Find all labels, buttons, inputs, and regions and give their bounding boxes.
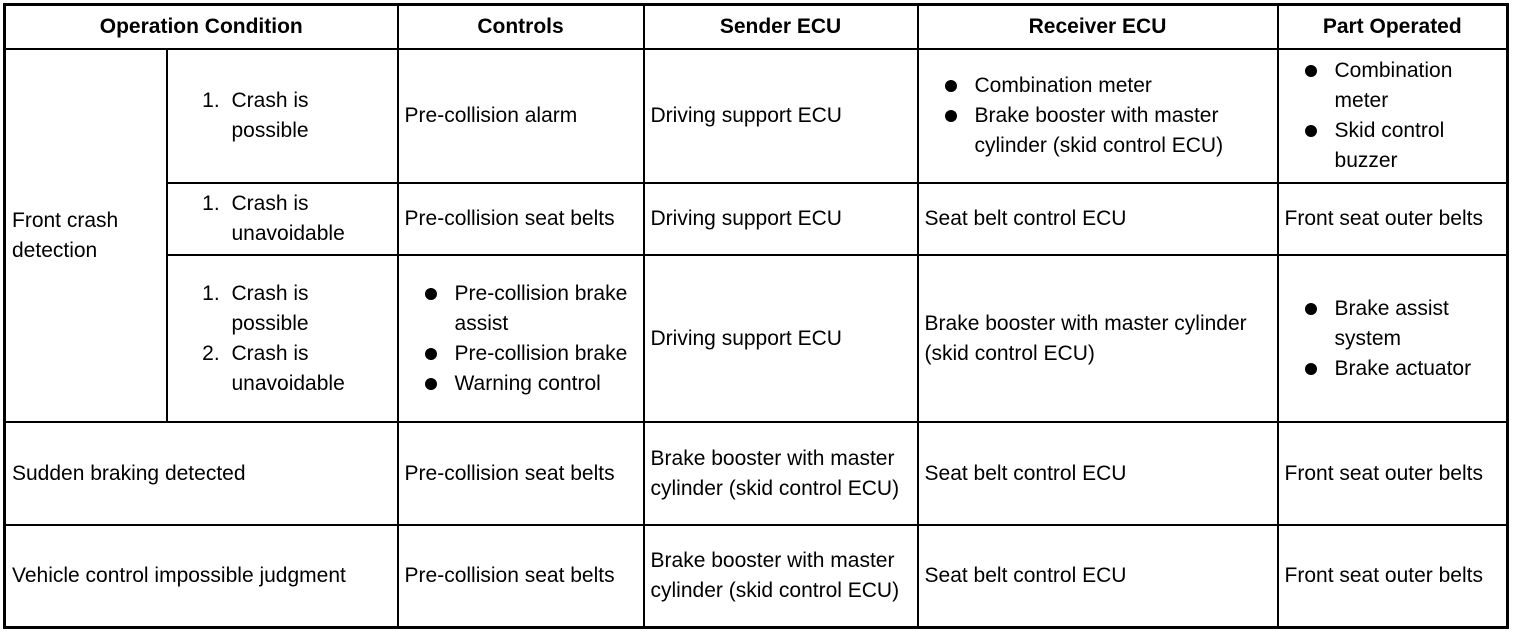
list-item: Crash is unavoidable <box>226 189 391 249</box>
front-crash-label: Front crash detection <box>3 48 168 424</box>
header-part-operated: Part Operated <box>1276 3 1509 51</box>
controls-cell: Pre-collision seat belts <box>396 421 645 526</box>
list-item: Crash is unavoidable <box>226 339 391 399</box>
table-row: Vehicle control impossible judgment Pre-… <box>3 523 1509 629</box>
table-row: Front crash detection Crash is possible … <box>3 48 1509 424</box>
receiver-cell: Combination meter Brake booster with mas… <box>916 48 1279 184</box>
header-row: Operation Condition Controls Sender ECU … <box>3 3 1509 51</box>
table-row: Sudden braking detected Pre-collision se… <box>3 421 1509 526</box>
list-item: Pre-collision brake <box>424 339 637 369</box>
table-row: Crash is unavoidable Pre-collision seat … <box>5 181 1509 257</box>
condition-cell: Crash is possible <box>165 48 399 184</box>
table-row: Crash is possible Crash is unavoidable P… <box>5 254 1509 424</box>
header-sender-ecu: Sender ECU <box>642 3 919 51</box>
part-cell: Brake assist system Brake actuator <box>1276 254 1509 424</box>
receiver-cell: Seat belt control ECU <box>916 181 1279 257</box>
sender-cell: Driving support ECU <box>642 254 919 424</box>
list-item: Crash is possible <box>226 86 391 146</box>
part-cell: Front seat outer belts <box>1276 181 1509 257</box>
part-cell: Combination meter Skid control buzzer <box>1276 48 1509 184</box>
list-item: Pre-collision brake assist <box>424 279 637 339</box>
condition-cell: Crash is possible Crash is unavoidable <box>165 254 399 424</box>
sender-cell: Driving support ECU <box>642 48 919 184</box>
condition-cell: Vehicle control impossible judgment <box>3 523 399 629</box>
operation-table: Operation Condition Controls Sender ECU … <box>3 3 1510 629</box>
controls-cell: Pre-collision brake assist Pre-collision… <box>396 254 645 424</box>
receiver-cell: Seat belt control ECU <box>916 523 1279 629</box>
sender-cell: Brake booster with master cylinder (skid… <box>642 421 919 526</box>
receiver-cell: Seat belt control ECU <box>916 421 1279 526</box>
list-item: Skid control buzzer <box>1304 116 1501 176</box>
list-item: Crash is possible <box>226 279 391 339</box>
list-item: Brake assist system <box>1304 294 1501 354</box>
header-operation-condition: Operation Condition <box>3 3 399 51</box>
part-cell: Front seat outer belts <box>1276 523 1509 629</box>
sender-cell: Brake booster with master cylinder (skid… <box>642 523 919 629</box>
list-item: Brake actuator <box>1304 354 1501 384</box>
list-item: Warning control <box>424 369 637 399</box>
controls-cell: Pre-collision seat belts <box>396 181 645 257</box>
list-item: Combination meter <box>1304 56 1501 116</box>
header-receiver-ecu: Receiver ECU <box>916 3 1279 51</box>
controls-cell: Pre-collision alarm <box>396 48 645 184</box>
controls-cell: Pre-collision seat belts <box>396 523 645 629</box>
list-item: Brake booster with master cylinder (skid… <box>944 101 1271 161</box>
header-controls: Controls <box>396 3 645 51</box>
list-item: Combination meter <box>944 71 1271 101</box>
sender-cell: Driving support ECU <box>642 181 919 257</box>
receiver-cell: Brake booster with master cylinder (skid… <box>916 254 1279 424</box>
condition-cell: Sudden braking detected <box>3 421 399 526</box>
condition-cell: Crash is unavoidable <box>165 181 399 257</box>
part-cell: Front seat outer belts <box>1276 421 1509 526</box>
